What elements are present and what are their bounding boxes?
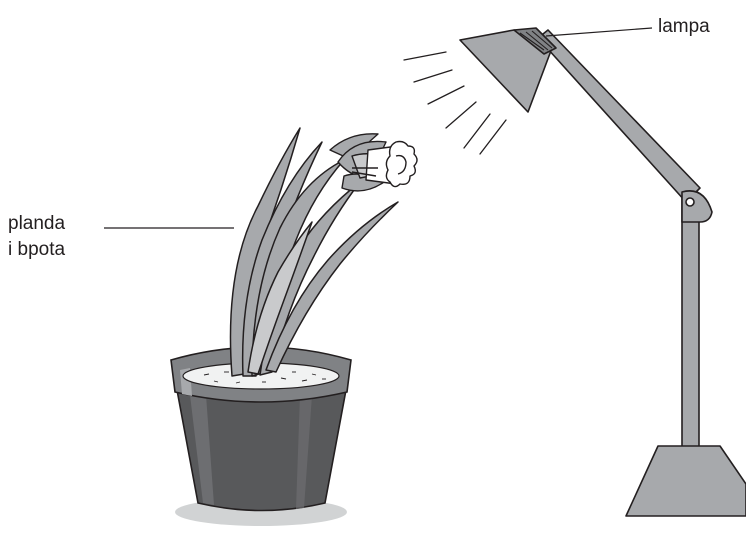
lamp-label: lampa [658, 15, 710, 38]
lamp-joint-pin [686, 198, 694, 206]
plant-label-line1: planda [8, 212, 65, 235]
plant-label-line2: i bpota [8, 238, 65, 261]
lamp-upper-arm [538, 30, 700, 202]
lamp-base [626, 446, 746, 516]
light-ray-6 [480, 120, 506, 154]
lamp-label-line [546, 28, 652, 36]
light-ray-4 [446, 102, 476, 128]
light-ray-2 [414, 70, 452, 82]
desk-lamp [460, 28, 746, 516]
daffodil-flower [330, 134, 417, 191]
light-ray-5 [464, 114, 490, 148]
lamp-joint [682, 191, 712, 222]
lamp-post [682, 198, 699, 448]
flower-corona [386, 142, 417, 187]
light-ray-3 [428, 86, 464, 104]
light-ray-1 [404, 52, 446, 60]
